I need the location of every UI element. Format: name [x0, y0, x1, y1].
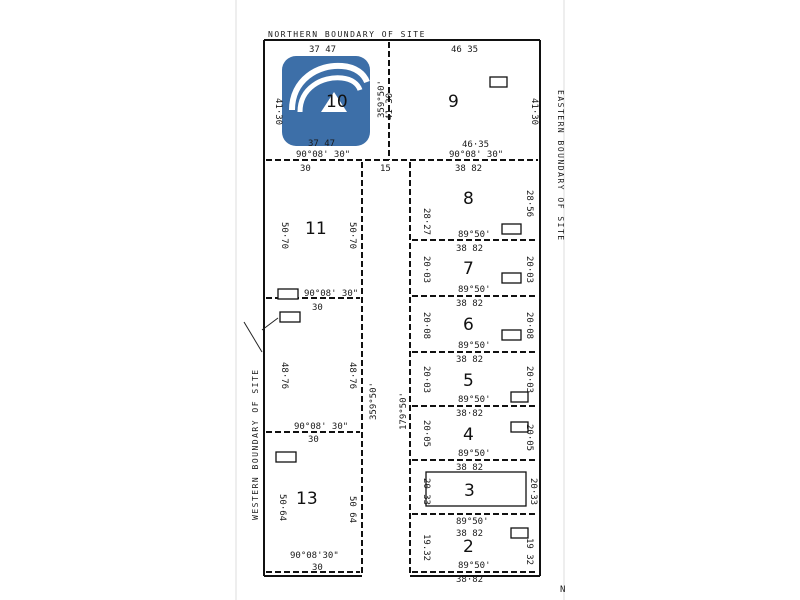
building-marker: [510, 391, 529, 403]
dimension-label: 89°50': [456, 517, 489, 527]
dimension-label: 20·03: [421, 366, 431, 393]
dimension-label: 20·33: [528, 478, 538, 505]
dimension-label: 37 47: [308, 139, 335, 149]
dimension-label: 50·70: [347, 222, 357, 249]
dimension-label: 41·30: [529, 98, 539, 125]
dimension-label: 50·64: [277, 494, 287, 521]
lot-number: 3: [464, 481, 475, 501]
dimension-label: 89°50': [458, 285, 491, 295]
building-marker: [510, 527, 529, 539]
dimension-label: 50·70: [279, 222, 289, 249]
dimension-labels: 37 47 46 35 41·30 41·30 359°50' 37 47 41…: [273, 45, 539, 585]
building-marker: [275, 451, 297, 463]
dimension-label: 41·30: [385, 93, 395, 120]
dimension-label: 38·82: [456, 409, 483, 419]
boundary-arrow-line: [243, 321, 263, 353]
western-boundary-label: WESTERN BOUNDARY OF SITE: [251, 368, 260, 520]
lot-number: 13: [296, 489, 318, 509]
dimension-label: 48·76: [347, 362, 357, 389]
building-marker: [279, 311, 301, 323]
dimension-label: 90°08' 30": [296, 150, 350, 160]
building-marker: [501, 223, 522, 235]
building-marker: [510, 421, 529, 433]
lot-numbers: 10 9 8 11 7 6 5 4 3 13 2: [296, 92, 475, 557]
dimension-label: 30: [308, 435, 319, 445]
dimension-label: 90°08' 30": [304, 289, 358, 299]
dimension-label: 38 82: [456, 355, 483, 365]
dimension-label: 20·05: [524, 424, 534, 451]
dimension-label: 30: [312, 563, 323, 573]
building-marker: [489, 76, 508, 88]
dimension-label: 90°08' 30": [449, 150, 503, 160]
lot-number: 11: [305, 219, 327, 239]
boundary-arrow-line: [261, 317, 279, 331]
eastern-boundary-label: EASTERN BOUNDARY OF SITE: [556, 90, 565, 242]
dimension-label: 20·03: [524, 366, 534, 393]
northern-boundary-label: NORTHERN BOUNDARY OF SITE: [268, 30, 426, 39]
house-logo-icon: [282, 56, 370, 146]
dimension-label: 46 35: [451, 45, 478, 55]
dimension-label: 46·35: [462, 140, 489, 150]
dimension-label: 15: [380, 164, 391, 174]
dimension-label: 89°50': [458, 449, 491, 459]
dimension-label: 89°50': [458, 395, 491, 405]
building-marker: [501, 329, 522, 341]
dimension-label: 38 82: [456, 529, 483, 539]
dimension-label: 19 32: [524, 538, 534, 565]
lot-number: 2: [463, 537, 474, 557]
lot-number: 8: [463, 189, 474, 209]
dimension-label: 20 33: [421, 478, 431, 505]
dimension-label: 50 64: [347, 496, 357, 523]
dimension-label: 90°08'30": [290, 551, 339, 561]
dimension-label: 89°50': [458, 230, 491, 240]
dimension-label: 90°08' 30": [294, 422, 348, 432]
dimension-label: 19.32: [421, 534, 431, 561]
dimension-label: 179°50': [399, 392, 409, 430]
lot-number: 7: [463, 259, 474, 279]
lot-lines: [266, 42, 538, 574]
lot-number: 4: [463, 425, 474, 445]
dimension-label: 359°50': [377, 80, 387, 118]
dimension-label: 38 82: [456, 463, 483, 473]
lot-number: 9: [448, 92, 459, 112]
dimension-label: 20·08: [524, 312, 534, 339]
site-boundary: [263, 39, 541, 577]
building-marker: [277, 288, 299, 300]
dimension-label: 20·03: [421, 256, 431, 283]
dimension-label: 89°50': [458, 341, 491, 351]
dimension-label: 89°50': [458, 561, 491, 571]
dimension-label: 30: [312, 303, 323, 313]
dimension-label: 359°50': [369, 382, 379, 420]
dimension-label: 20·05: [421, 420, 431, 447]
dimension-label: 48·76: [279, 362, 289, 389]
dimension-label: 20·08: [421, 312, 431, 339]
dimension-label: 30: [300, 164, 311, 174]
building-marker: [425, 471, 527, 507]
lot-number: 6: [463, 315, 474, 335]
lot-number: 10: [326, 92, 348, 112]
dimension-label: 38·82: [456, 575, 483, 585]
dimension-label: 38 82: [455, 164, 482, 174]
dimension-label: 37 47: [309, 45, 336, 55]
dimension-label: 20·03: [524, 256, 534, 283]
building-marker: [501, 272, 522, 284]
corner-mark: N: [560, 585, 565, 595]
dimension-label: 28·56: [524, 190, 534, 217]
dimension-label: 41·30: [273, 98, 283, 125]
dimension-label: 28·27: [421, 208, 431, 235]
dimension-label: 38 82: [456, 299, 483, 309]
lot-number: 5: [463, 371, 474, 391]
dimension-label: 38 82: [456, 244, 483, 254]
